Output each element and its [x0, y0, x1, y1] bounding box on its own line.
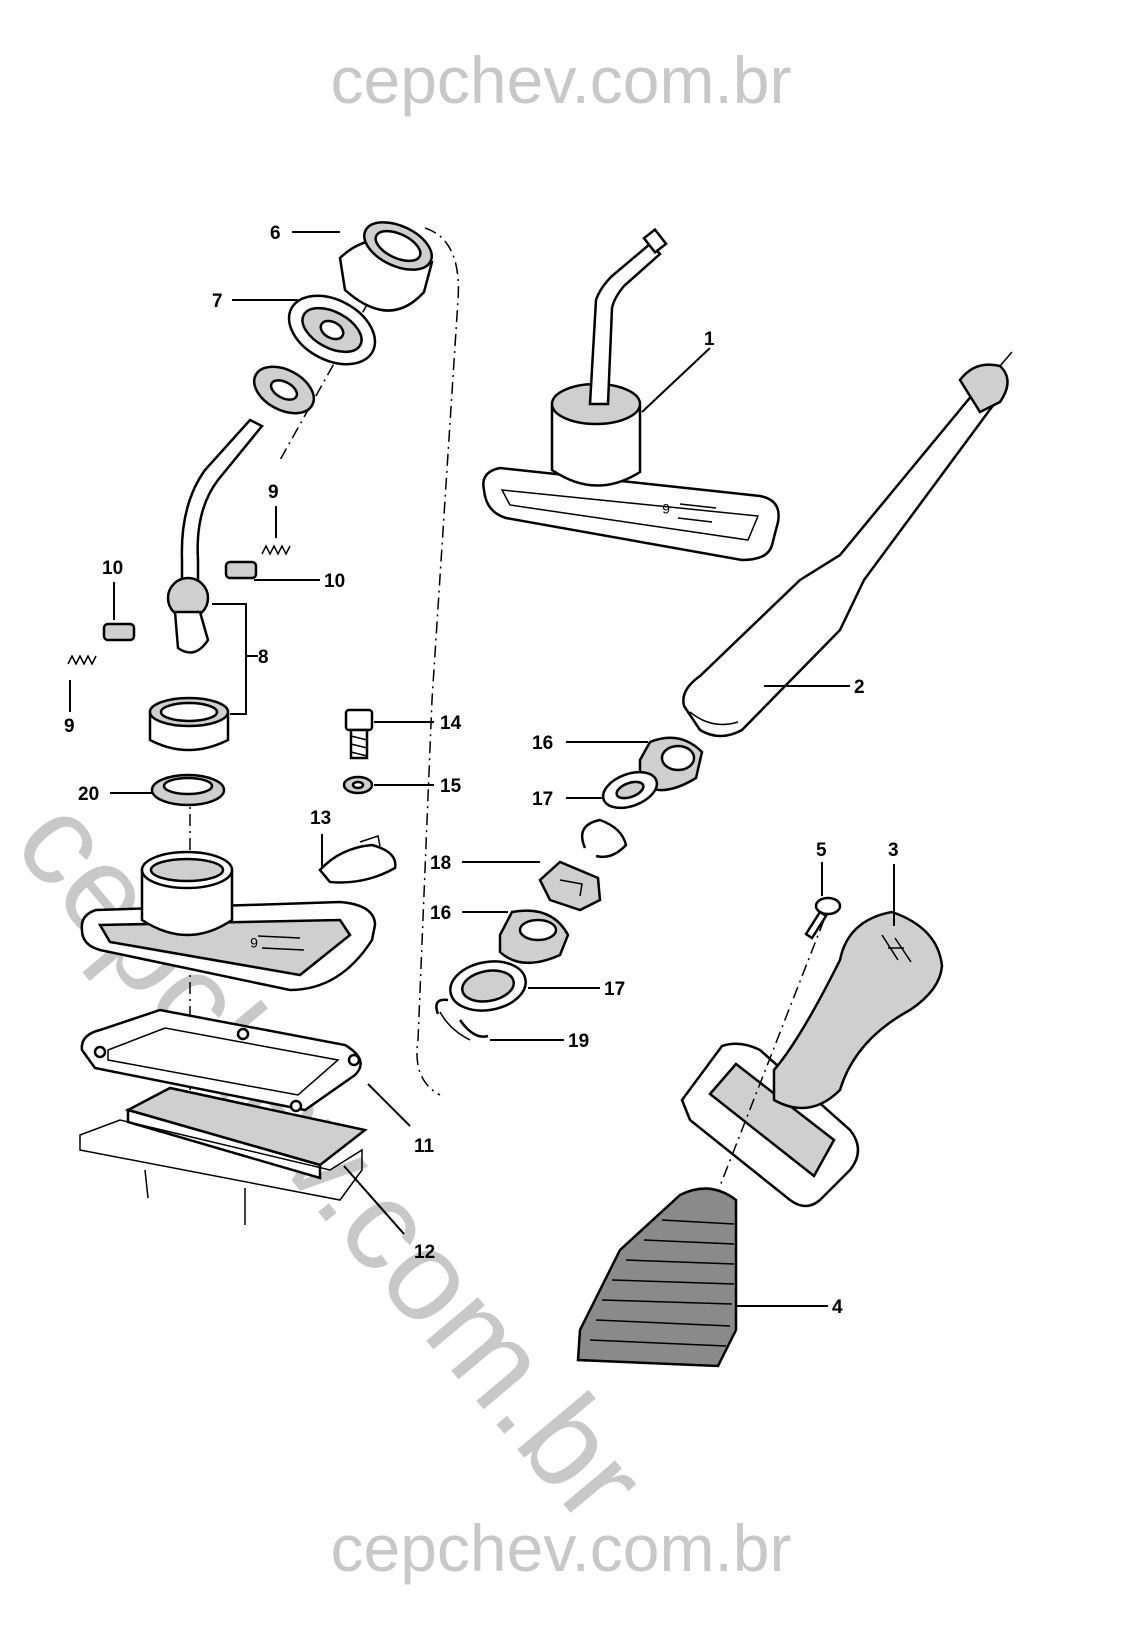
callout-18: 18 [430, 853, 451, 874]
callout-12: 12 [414, 1242, 435, 1263]
part-10-block-left [102, 622, 136, 642]
part-8-bushing [148, 696, 230, 752]
callout-5: 5 [816, 840, 827, 861]
callout-7: 7 [212, 291, 223, 312]
part-7-ring [287, 294, 377, 366]
part-15-washer [342, 775, 374, 795]
callout-10-left: 10 [102, 558, 123, 579]
callout-3: 3 [888, 840, 899, 861]
part-3-frame [680, 1042, 860, 1208]
part-16-bush-lower [498, 909, 570, 965]
separation-line [416, 227, 460, 1096]
part-3-knob [772, 910, 944, 1110]
part-4-boot [576, 1187, 738, 1368]
callout-2: 2 [854, 677, 865, 698]
part-9-spring-left [67, 654, 97, 666]
callout-9-right: 9 [268, 482, 279, 503]
callout-16-upper: 16 [532, 733, 553, 754]
part-17-washer-lower [449, 960, 527, 1012]
callout-11: 11 [414, 1136, 435, 1157]
part-5-screw [804, 896, 842, 940]
part-17-washer-upper [601, 770, 659, 810]
part-12-plate [124, 1086, 368, 1180]
callout-1: 1 [704, 329, 715, 350]
callout-16-lower: 16 [430, 903, 451, 924]
part-19-snap-ring [435, 998, 489, 1041]
watermark-top: cepchev.com.br [330, 43, 792, 117]
callout-4: 4 [832, 1297, 843, 1318]
snap-ring-upper [580, 818, 628, 859]
lower-housing [80, 850, 377, 992]
watermark-bottom: cepchev.com.br [330, 1511, 792, 1585]
callout-17-lower: 17 [604, 979, 625, 1000]
part-2-lever [682, 351, 1013, 738]
base-outline [79, 1119, 363, 1225]
part-20-seal [150, 773, 226, 807]
part-13-clip [318, 835, 397, 884]
callout-20: 20 [78, 784, 99, 805]
callout-13: 13 [310, 808, 331, 829]
callout-17-upper: 17 [532, 789, 553, 810]
part-10-block-right [224, 560, 258, 580]
callout-labels: 6 7 1 2 3 5 4 9 9 10 10 8 20 11 12 13 14… [64, 223, 899, 1318]
part-8-lever [166, 418, 264, 654]
part-18-retainer [538, 860, 602, 912]
mark-upper-housing: 6 [662, 501, 670, 517]
part-6-cap [338, 221, 434, 312]
callout-8: 8 [258, 647, 269, 668]
part-11-gasket [80, 1008, 362, 1113]
callout-6: 6 [270, 223, 281, 244]
callout-19: 19 [568, 1031, 589, 1052]
callout-9-left: 9 [64, 716, 75, 737]
housing-shift-arrows [257, 935, 305, 951]
part-1-lever-base [482, 227, 780, 562]
part-14-bolt [344, 708, 374, 760]
callout-10-right: 10 [324, 571, 345, 592]
callout-15: 15 [440, 776, 462, 797]
part-9-spring-right [261, 544, 291, 556]
mark-lower-housing: 6 [250, 935, 258, 951]
upper-washer [252, 365, 316, 415]
leader-lines [69, 231, 895, 1307]
callout-14: 14 [440, 713, 462, 734]
